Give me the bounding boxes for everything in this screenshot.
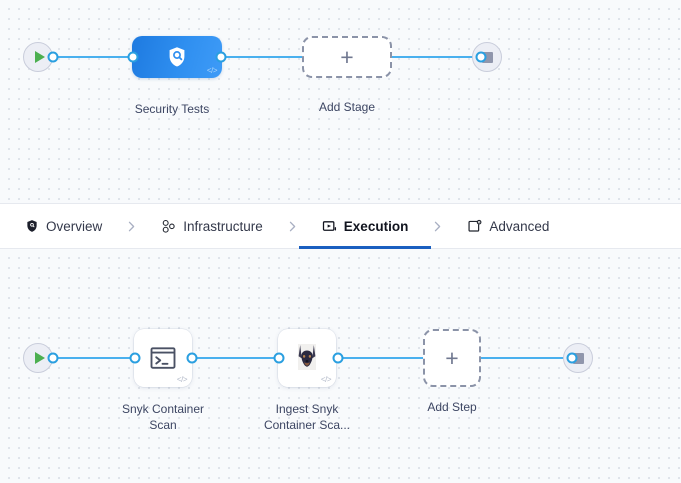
connector-snyk-scan-to-ingest [192,357,279,359]
play-icon [34,51,45,63]
port-security-tests-out[interactable] [215,51,227,63]
stage-node-security-tests[interactable]: </> [132,36,222,78]
port-end-in[interactable] [475,51,487,63]
stop-square-icon [481,51,493,63]
tab-overview[interactable]: Overview [18,203,108,249]
stage-pipeline-canvas[interactable]: </> Security Tests + Add Stage [0,0,681,203]
plus-icon: + [340,43,354,70]
connector-start-to-snyk-scan [48,357,135,359]
stop-square-icon [572,352,584,364]
tab-label-execution: Execution [343,218,409,234]
code-icon: </> [206,66,218,75]
chevron-right-icon [108,220,155,233]
chevron-right-icon [414,220,461,233]
port-exec-end-in[interactable] [566,352,578,364]
tab-label-overview: Overview [46,218,103,234]
pipeline-tab-bar: Overview Infrastructure Exec [0,203,681,249]
code-icon: </> [176,375,188,384]
port-exec-start-out[interactable] [47,352,59,364]
step-node-label-ingest-snyk: Ingest Snyk Container Sca... [263,402,351,432]
plus-icon: + [445,344,459,371]
port-security-tests-in[interactable] [127,51,139,63]
connector-add-step-to-end [481,357,572,359]
port-snyk-scan-in[interactable] [129,352,141,364]
connector-ingest-to-add-step [338,357,424,359]
tab-advanced[interactable]: Advanced [461,203,555,249]
nodes-icon [161,219,176,234]
add-step-label: Add Step [427,400,477,414]
add-stage-label: Add Stage [318,100,376,114]
add-step-button[interactable]: + [423,329,481,387]
shield-search-icon [165,45,189,69]
chevron-right-icon [269,220,316,233]
step-node-label-snyk-container-scan: Snyk Container Scan [121,402,205,432]
port-start-out[interactable] [47,51,59,63]
code-icon: </> [320,375,332,384]
port-ingest-in[interactable] [273,352,285,364]
port-ingest-out[interactable] [332,352,344,364]
connector-start-to-security-tests [48,56,133,58]
step-node-ingest-snyk-container-scan[interactable]: </> [278,329,336,387]
step-node-snyk-container-scan[interactable]: </> [134,329,192,387]
connector-add-stage-to-end [386,56,481,58]
panel-gear-icon [467,219,482,234]
pipeline-end[interactable] [472,42,502,72]
stage-node-label-security-tests: Security Tests [134,102,210,116]
tab-label-infrastructure: Infrastructure [183,218,263,234]
step-pipeline-canvas[interactable]: </> Snyk Container Scan </> Ingest Snyk … [0,249,681,483]
shield-icon [24,219,39,234]
terminal-icon [148,343,178,373]
tab-infrastructure[interactable]: Infrastructure [155,203,269,249]
connector-security-tests-to-add-stage [221,56,308,58]
port-snyk-scan-out[interactable] [186,352,198,364]
add-stage-button[interactable]: + [302,36,392,78]
snyk-dog-icon [292,342,322,374]
play-icon [34,352,45,364]
tab-execution[interactable]: Execution [298,203,431,249]
tab-label-advanced: Advanced [489,218,550,234]
play-box-icon [322,219,337,234]
